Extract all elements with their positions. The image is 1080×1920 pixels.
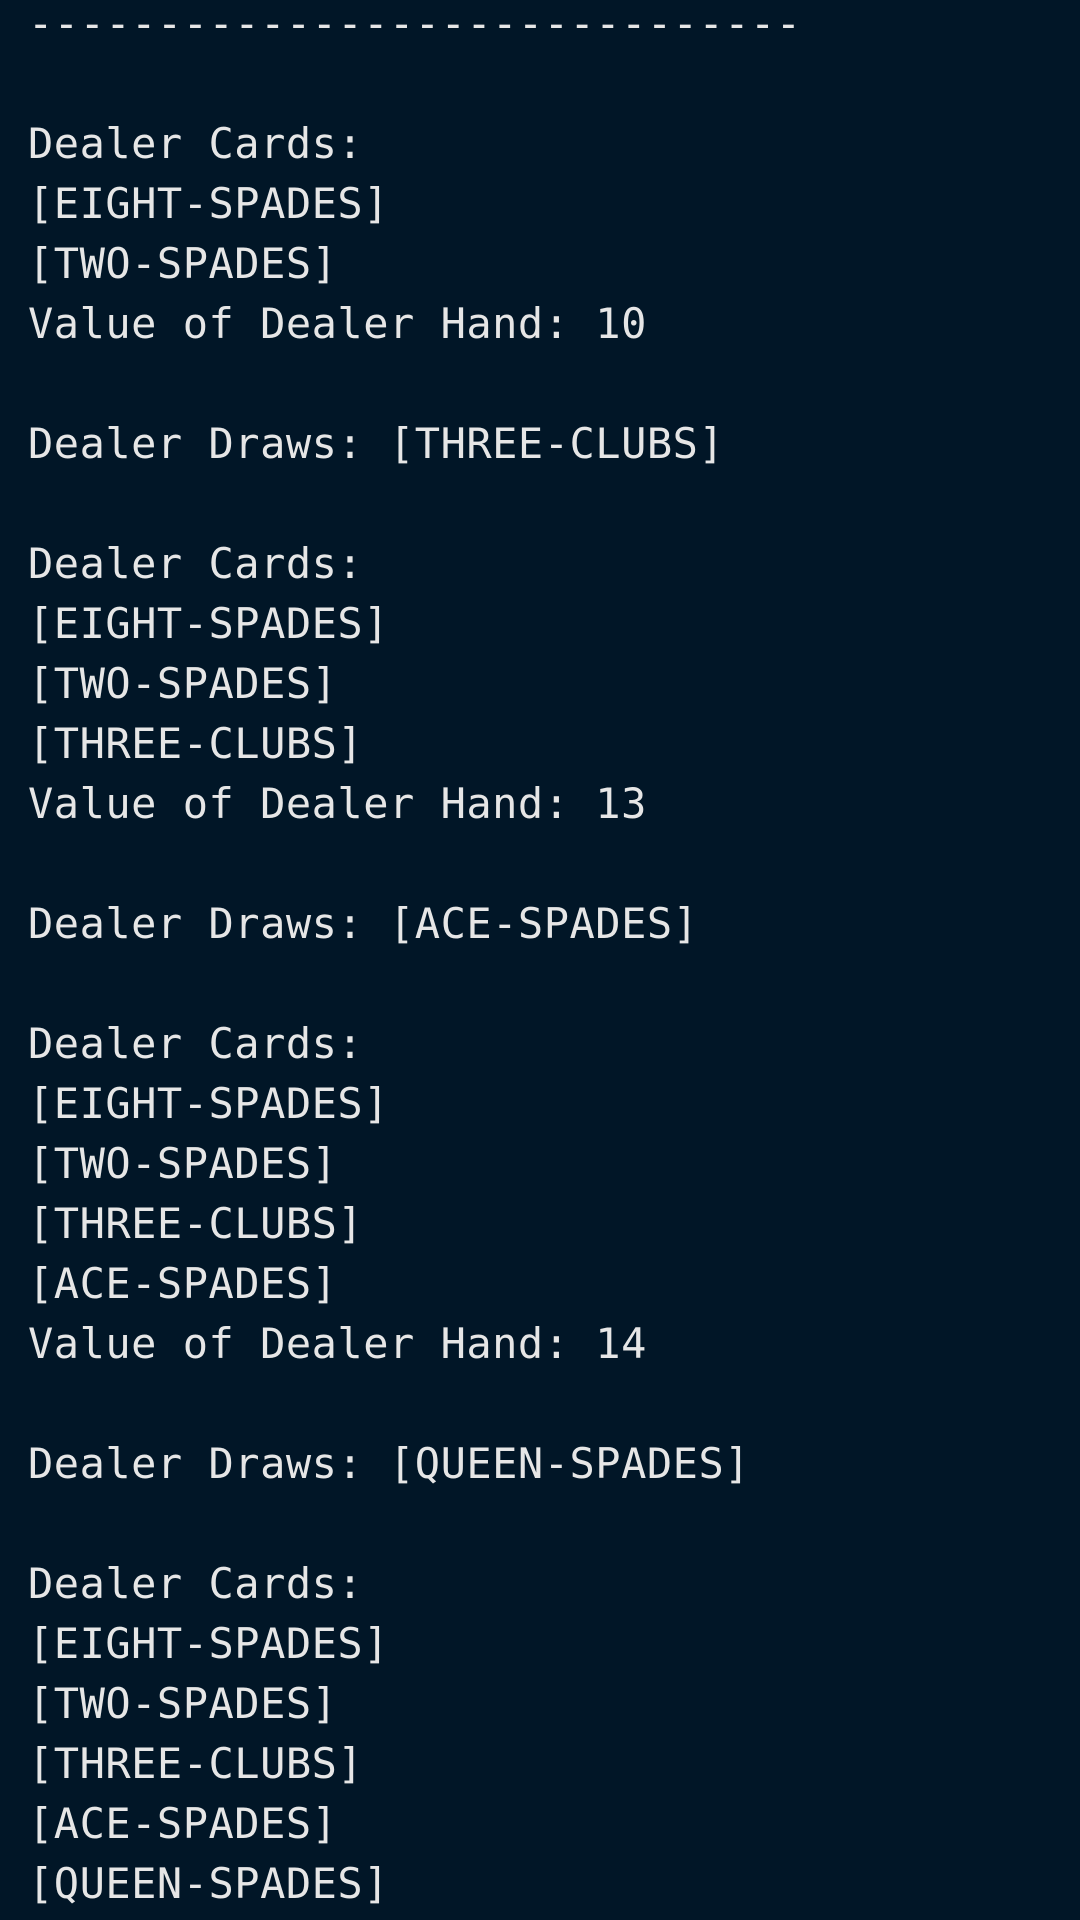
terminal-line: [TWO-SPADES] xyxy=(28,659,338,708)
terminal-line: Value of Dealer Hand: 13 xyxy=(28,779,647,828)
terminal-line: [EIGHT-SPADES] xyxy=(28,1079,390,1128)
terminal-line: [THREE-CLUBS] xyxy=(28,719,364,768)
terminal-line: Dealer Cards: xyxy=(28,1559,364,1608)
terminal-line: Value of Dealer Hand: 14 xyxy=(28,1319,647,1368)
terminal-line: Dealer Draws: [ACE-SPADES] xyxy=(28,899,699,948)
terminal-line: ------------------------------ xyxy=(28,0,802,48)
terminal-line: [TWO-SPADES] xyxy=(28,1679,338,1728)
terminal-line: Dealer Draws: [THREE-CLUBS] xyxy=(28,419,725,468)
terminal-line: Dealer Cards: xyxy=(28,119,364,168)
terminal-line: Dealer Draws: [QUEEN-SPADES] xyxy=(28,1439,751,1488)
terminal-line: [ACE-SPADES] xyxy=(28,1799,338,1848)
terminal-line: [THREE-CLUBS] xyxy=(28,1199,364,1248)
terminal-line: Dealer Cards: xyxy=(28,1019,364,1068)
terminal-line: [EIGHT-SPADES] xyxy=(28,599,390,648)
terminal-line: [EIGHT-SPADES] xyxy=(28,1619,390,1668)
terminal-line: Dealer Cards: xyxy=(28,539,364,588)
terminal-line: [ACE-SPADES] xyxy=(28,1259,338,1308)
terminal-line: [EIGHT-SPADES] xyxy=(28,179,390,228)
terminal-line: [TWO-SPADES] xyxy=(28,239,338,288)
terminal-line: [THREE-CLUBS] xyxy=(28,1739,364,1788)
terminal-line: Value of Dealer Hand: 10 xyxy=(28,299,647,348)
terminal-line: [TWO-SPADES] xyxy=(28,1139,338,1188)
terminal-line: [QUEEN-SPADES] xyxy=(28,1859,390,1908)
